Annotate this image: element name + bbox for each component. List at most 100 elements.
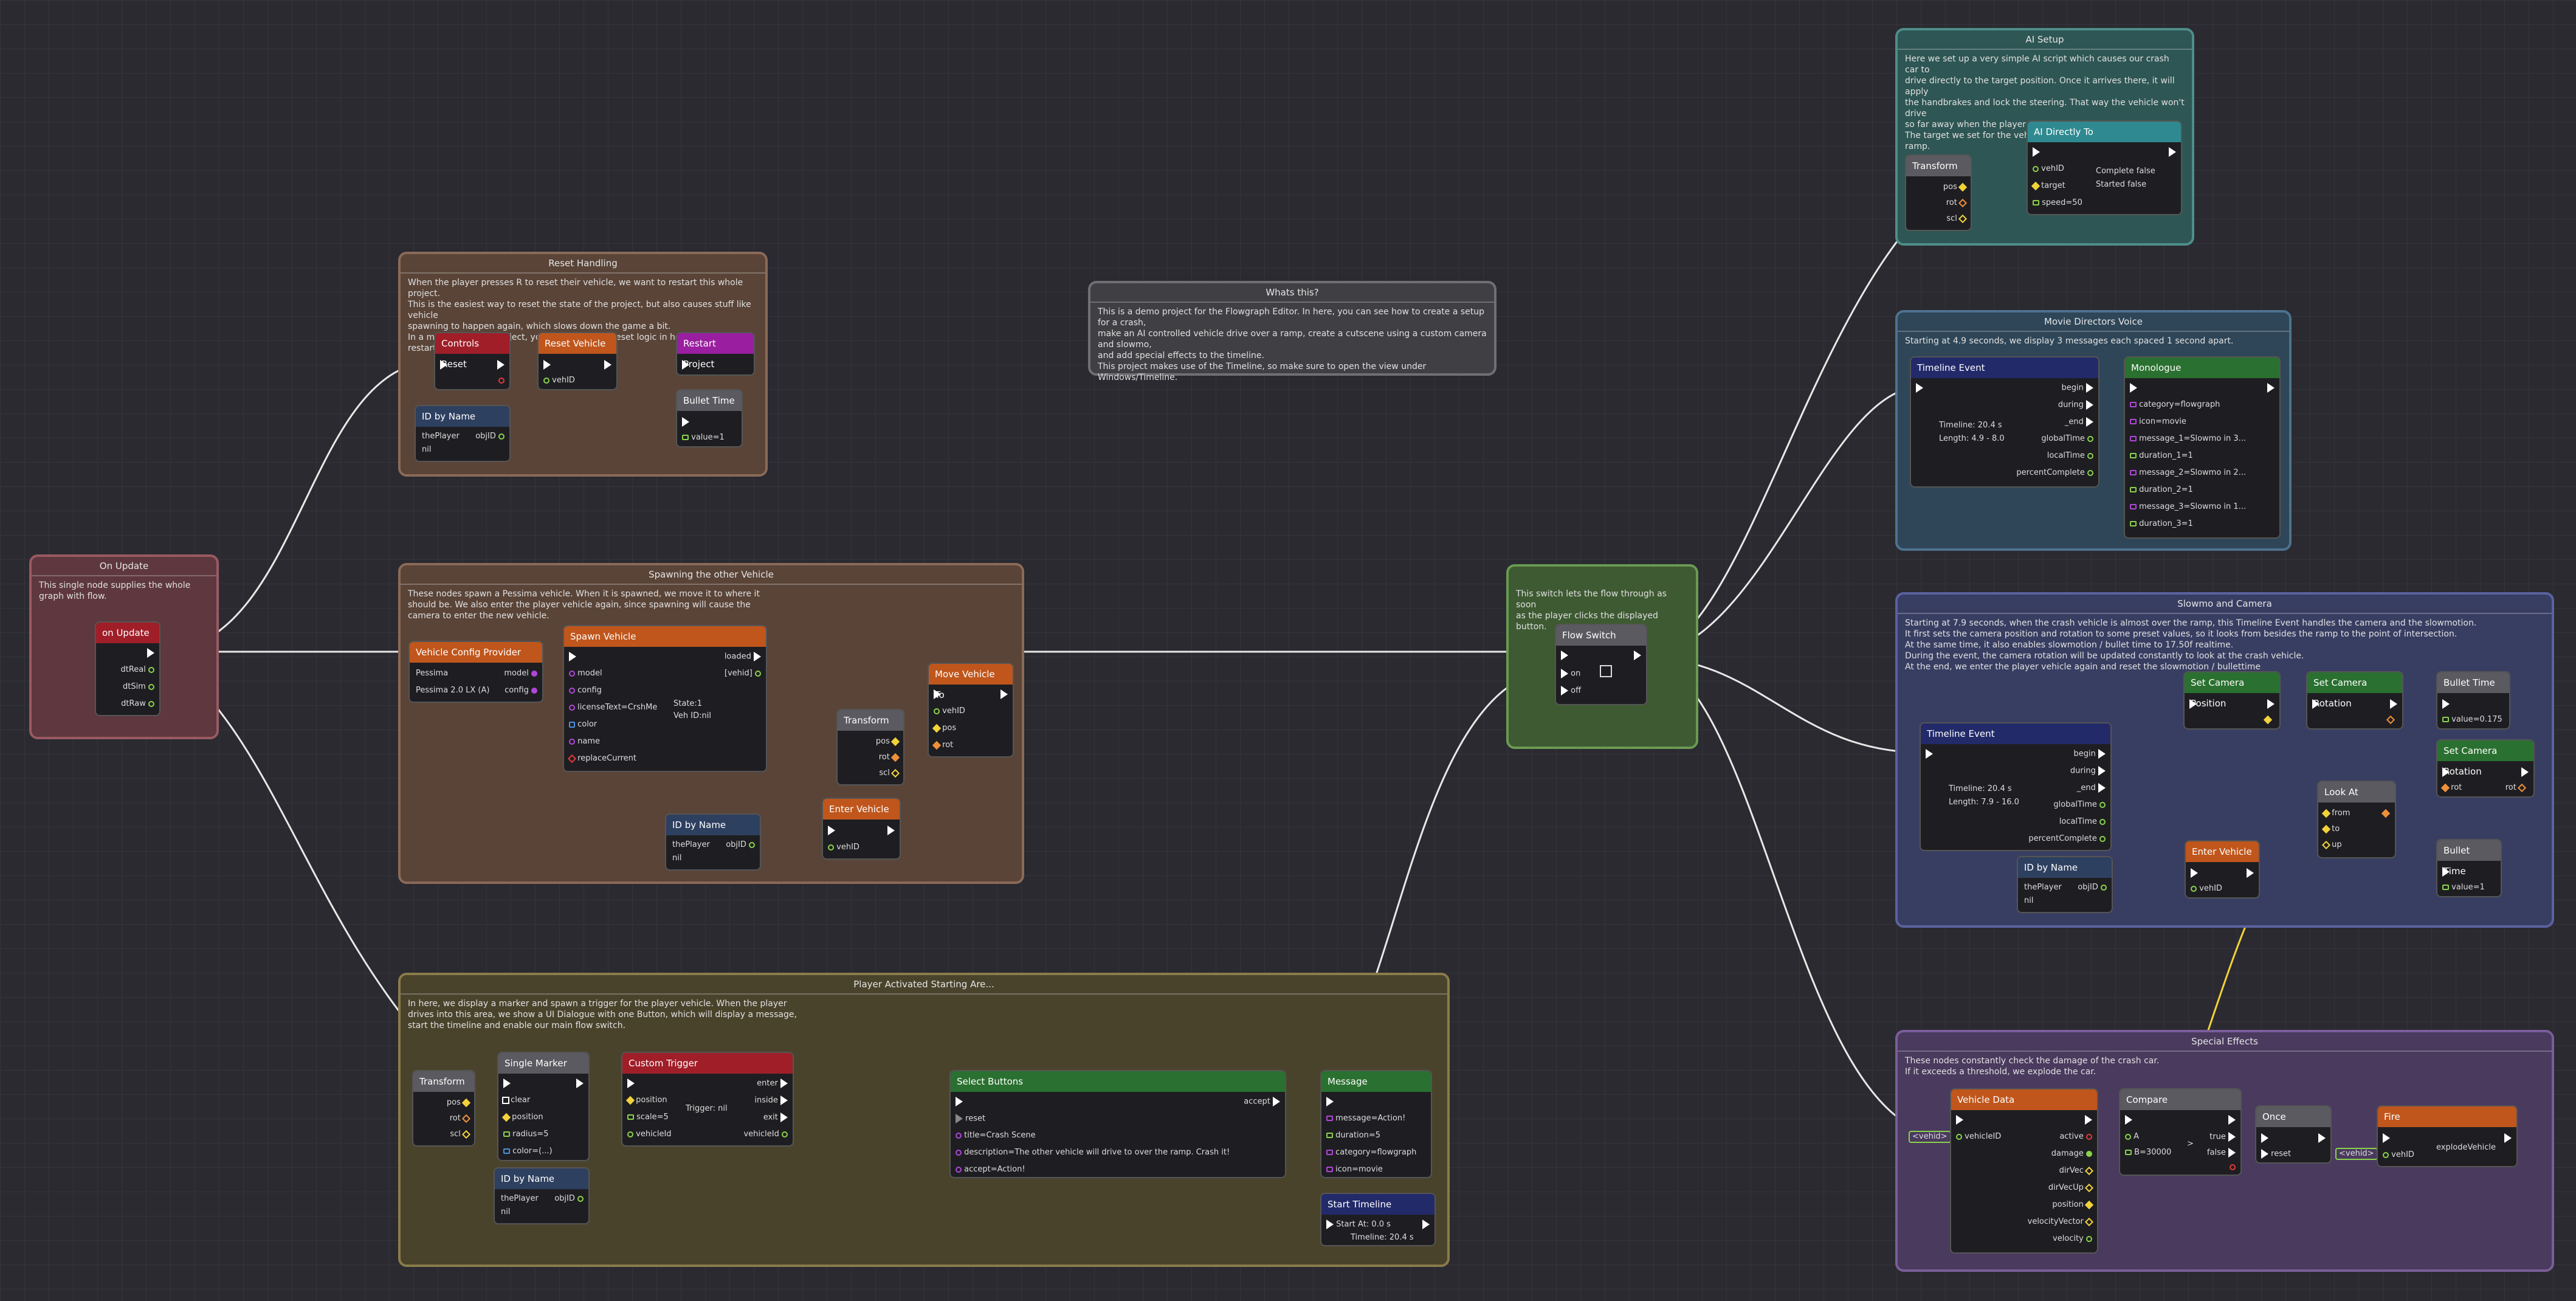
exec-in-pin[interactable] bbox=[2191, 868, 2198, 878]
exec-in-pin[interactable] bbox=[682, 417, 689, 427]
scl-out-pin[interactable]: scl bbox=[450, 1130, 471, 1139]
scl-out-pin[interactable]: scl bbox=[879, 768, 900, 778]
damage-pin[interactable]: damage bbox=[2051, 1149, 2092, 1159]
rot-out-pin[interactable]: rot bbox=[1946, 198, 1968, 208]
exec-out-pin[interactable] bbox=[147, 648, 154, 658]
enter-out-pin[interactable]: enter bbox=[757, 1078, 788, 1089]
license-pin[interactable]: licenseText=CrshMe bbox=[569, 703, 657, 713]
exec-in-pin[interactable] bbox=[1916, 383, 1923, 393]
config-in-pin[interactable]: config bbox=[569, 686, 602, 695]
exec-in-pin[interactable] bbox=[2442, 867, 2450, 877]
exec-out-pin[interactable] bbox=[2318, 1133, 2326, 1144]
exec-out-pin[interactable] bbox=[2169, 147, 2176, 157]
node-bullet-time[interactable]: Bullet Time value=1 bbox=[2436, 839, 2502, 897]
exec-out-pin[interactable] bbox=[1634, 650, 1641, 661]
dirvecup-pin[interactable]: dirVecUp bbox=[2048, 1183, 2094, 1193]
node-single-marker[interactable]: Single Marker clear position radius=5 co… bbox=[497, 1052, 590, 1161]
exec-out-pin[interactable] bbox=[2390, 699, 2397, 709]
end-out-pin[interactable]: _end bbox=[2077, 783, 2106, 793]
node-timeline-event[interactable]: Timeline Event Timeline: 20.4 s Length: … bbox=[1910, 356, 2099, 488]
exec-out-pin[interactable] bbox=[604, 360, 611, 370]
node-bullet-time[interactable]: Bullet Time value=1 bbox=[676, 389, 743, 447]
exec-in-pin[interactable] bbox=[2442, 699, 2450, 709]
exec-in-pin[interactable] bbox=[682, 360, 689, 370]
exec-out-pin[interactable] bbox=[2504, 1133, 2512, 1144]
color-pin[interactable]: color bbox=[569, 720, 597, 730]
exec-in-pin[interactable] bbox=[2189, 699, 2197, 709]
config-out-pin[interactable]: config bbox=[505, 686, 537, 695]
node-ai-directly-to[interactable]: AI Directly To vehID target speed=50 Com… bbox=[2027, 120, 2182, 215]
rot-out-pin[interactable] bbox=[2381, 809, 2391, 818]
node-enter-vehicle[interactable]: Enter Vehicle vehID bbox=[2185, 840, 2260, 899]
accept-label-pin[interactable]: accept=Action! bbox=[956, 1165, 1025, 1175]
during-out-pin[interactable]: during bbox=[2058, 400, 2093, 410]
exec-in-pin[interactable] bbox=[1926, 749, 1933, 759]
node-controls-reset[interactable]: Controls Reset bbox=[434, 332, 511, 390]
exec-out-pin[interactable] bbox=[576, 1078, 584, 1089]
node-transform[interactable]: Transform pos rot scl bbox=[1905, 154, 1972, 231]
node-spawn-vehicle[interactable]: Spawn Vehicle model config licenseText=C… bbox=[563, 625, 767, 772]
node-move-vehicle-to[interactable]: Move Vehicle To vehID pos rot bbox=[928, 663, 1014, 757]
globaltime-pin[interactable]: globalTime bbox=[2053, 800, 2106, 810]
node-compare[interactable]: Compare A B=30000 > true false bbox=[2119, 1088, 2242, 1176]
rot-out-pin[interactable]: rot bbox=[2505, 783, 2527, 793]
exec-in-pin[interactable] bbox=[1956, 1115, 1963, 1125]
exec-out-pin[interactable] bbox=[2247, 868, 2254, 878]
exec-in-pin[interactable] bbox=[627, 1078, 635, 1089]
value-pin[interactable]: value=0.175 bbox=[2442, 715, 2502, 725]
category-pin[interactable]: category=flowgraph bbox=[1326, 1148, 1416, 1158]
node-fire[interactable]: Fire vehID explodeVehicle bbox=[2377, 1105, 2518, 1167]
title-pin[interactable]: title=Crash Scene bbox=[956, 1131, 1036, 1141]
velocityvector-pin[interactable]: velocityVector bbox=[2028, 1217, 2094, 1227]
exec-in-pin[interactable] bbox=[569, 652, 576, 662]
pos-pin[interactable] bbox=[2263, 715, 2273, 725]
vehid-in-pin[interactable]: vehID bbox=[2383, 1150, 2414, 1160]
exec-in-pin[interactable] bbox=[2442, 767, 2450, 778]
node-select-buttons[interactable]: Select Buttons accept reset title=Crash … bbox=[949, 1070, 1286, 1178]
objid-out-pin[interactable]: objID bbox=[554, 1194, 584, 1204]
end-out-pin[interactable]: _end bbox=[2065, 417, 2093, 427]
objid-out-pin[interactable]: objID bbox=[2078, 883, 2107, 892]
vehid-variable-tag[interactable]: <vehid> bbox=[2335, 1148, 2378, 1160]
vehicleid-out-pin[interactable]: vehicleId bbox=[743, 1130, 788, 1139]
node-reset-vehicle[interactable]: Reset Vehicle vehID bbox=[537, 332, 618, 390]
pos-in-pin[interactable]: pos bbox=[932, 723, 956, 733]
exec-in-pin[interactable] bbox=[828, 826, 835, 836]
category-pin[interactable]: category=flowgraph bbox=[2130, 400, 2220, 410]
rot-out-pin[interactable]: rot bbox=[450, 1114, 471, 1123]
inside-out-pin[interactable]: inside bbox=[754, 1096, 788, 1106]
exec-in-pin[interactable] bbox=[543, 360, 551, 370]
exec-in-pin[interactable] bbox=[440, 360, 447, 370]
speed-pin[interactable]: speed=50 bbox=[2033, 198, 2082, 208]
true-pin[interactable]: true bbox=[2209, 1132, 2236, 1142]
pos-out-pin[interactable]: pos bbox=[1943, 182, 1968, 192]
node-custom-trigger[interactable]: Custom Trigger position scale=5 vehicleI… bbox=[621, 1052, 794, 1147]
vehid-in-pin[interactable]: vehID bbox=[2191, 884, 2222, 894]
frame-whats-this[interactable]: Whats this? This is a demo project for t… bbox=[1088, 281, 1496, 382]
scale-pin[interactable]: scale=5 bbox=[627, 1113, 669, 1122]
exec-out-pin[interactable] bbox=[887, 826, 895, 836]
message1-pin[interactable]: message_1=Slowmo in 3... bbox=[2130, 434, 2246, 444]
exec-out-pin[interactable] bbox=[2228, 1115, 2236, 1125]
pos-out-pin[interactable]: pos bbox=[447, 1098, 471, 1108]
node-set-camera-rotation[interactable]: Set Camera Rotation bbox=[2306, 671, 2403, 730]
message-pin[interactable]: message=Action! bbox=[1326, 1114, 1405, 1123]
reset-out-pin[interactable] bbox=[498, 376, 505, 385]
exec-out-pin[interactable] bbox=[2267, 699, 2275, 709]
exec-in-pin[interactable] bbox=[934, 689, 941, 700]
b-pin[interactable]: B=30000 bbox=[2125, 1148, 2171, 1158]
scl-out-pin[interactable]: scl bbox=[1946, 214, 1968, 224]
node-id-by-name[interactable]: ID by Name thePlayer nil objID bbox=[665, 813, 761, 871]
state-checkbox[interactable] bbox=[1600, 665, 1612, 677]
localtime-pin[interactable]: localTime bbox=[2047, 451, 2093, 461]
objid-out-pin[interactable]: objID bbox=[726, 840, 755, 850]
objid-out-pin[interactable]: objID bbox=[475, 432, 505, 441]
color-pin[interactable]: color=(...) bbox=[503, 1147, 553, 1156]
exec-in-pin[interactable] bbox=[2383, 1133, 2390, 1144]
node-enter-vehicle[interactable]: Enter Vehicle vehID bbox=[822, 798, 901, 860]
loaded-out-pin[interactable]: loaded bbox=[725, 652, 761, 662]
exec-out-pin[interactable] bbox=[1422, 1220, 1430, 1230]
pos-out-pin[interactable]: pos bbox=[876, 737, 900, 747]
percent-pin[interactable]: percentComplete bbox=[2028, 834, 2106, 844]
node-set-camera-rotation[interactable]: Set Camera Rotation rot rot bbox=[2436, 739, 2535, 798]
